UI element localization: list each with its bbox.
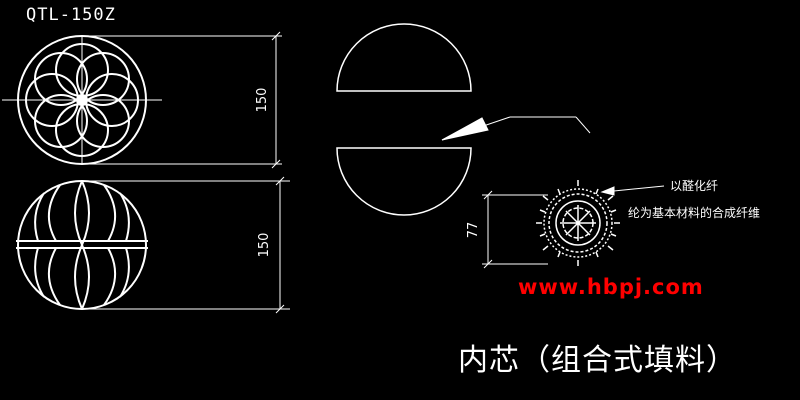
top-sphere-centerlines — [2, 36, 162, 164]
note-line-1: 以醛化纤 — [670, 178, 718, 193]
watermark-url: www.hbpj.com — [518, 275, 704, 299]
note-leader — [600, 185, 665, 196]
dimension-bottom — [82, 176, 290, 314]
drawing-caption: 内芯（组合式填料） — [458, 343, 737, 378]
leader-arrow — [441, 116, 591, 141]
dimension-bottom-value: 150 — [257, 233, 272, 258]
model-label: QTL-150Z — [26, 5, 116, 25]
dimension-top-value: 150 — [255, 88, 270, 113]
half-shells — [336, 23, 472, 216]
bottom-sphere-view — [16, 180, 148, 310]
dimension-top — [82, 31, 282, 169]
dimension-inner-value: 77 — [466, 222, 481, 239]
fiber-core — [536, 180, 620, 266]
note-line-2: 纶为基本材料的合成纤维 — [628, 205, 760, 220]
dimension-inner — [482, 190, 548, 269]
